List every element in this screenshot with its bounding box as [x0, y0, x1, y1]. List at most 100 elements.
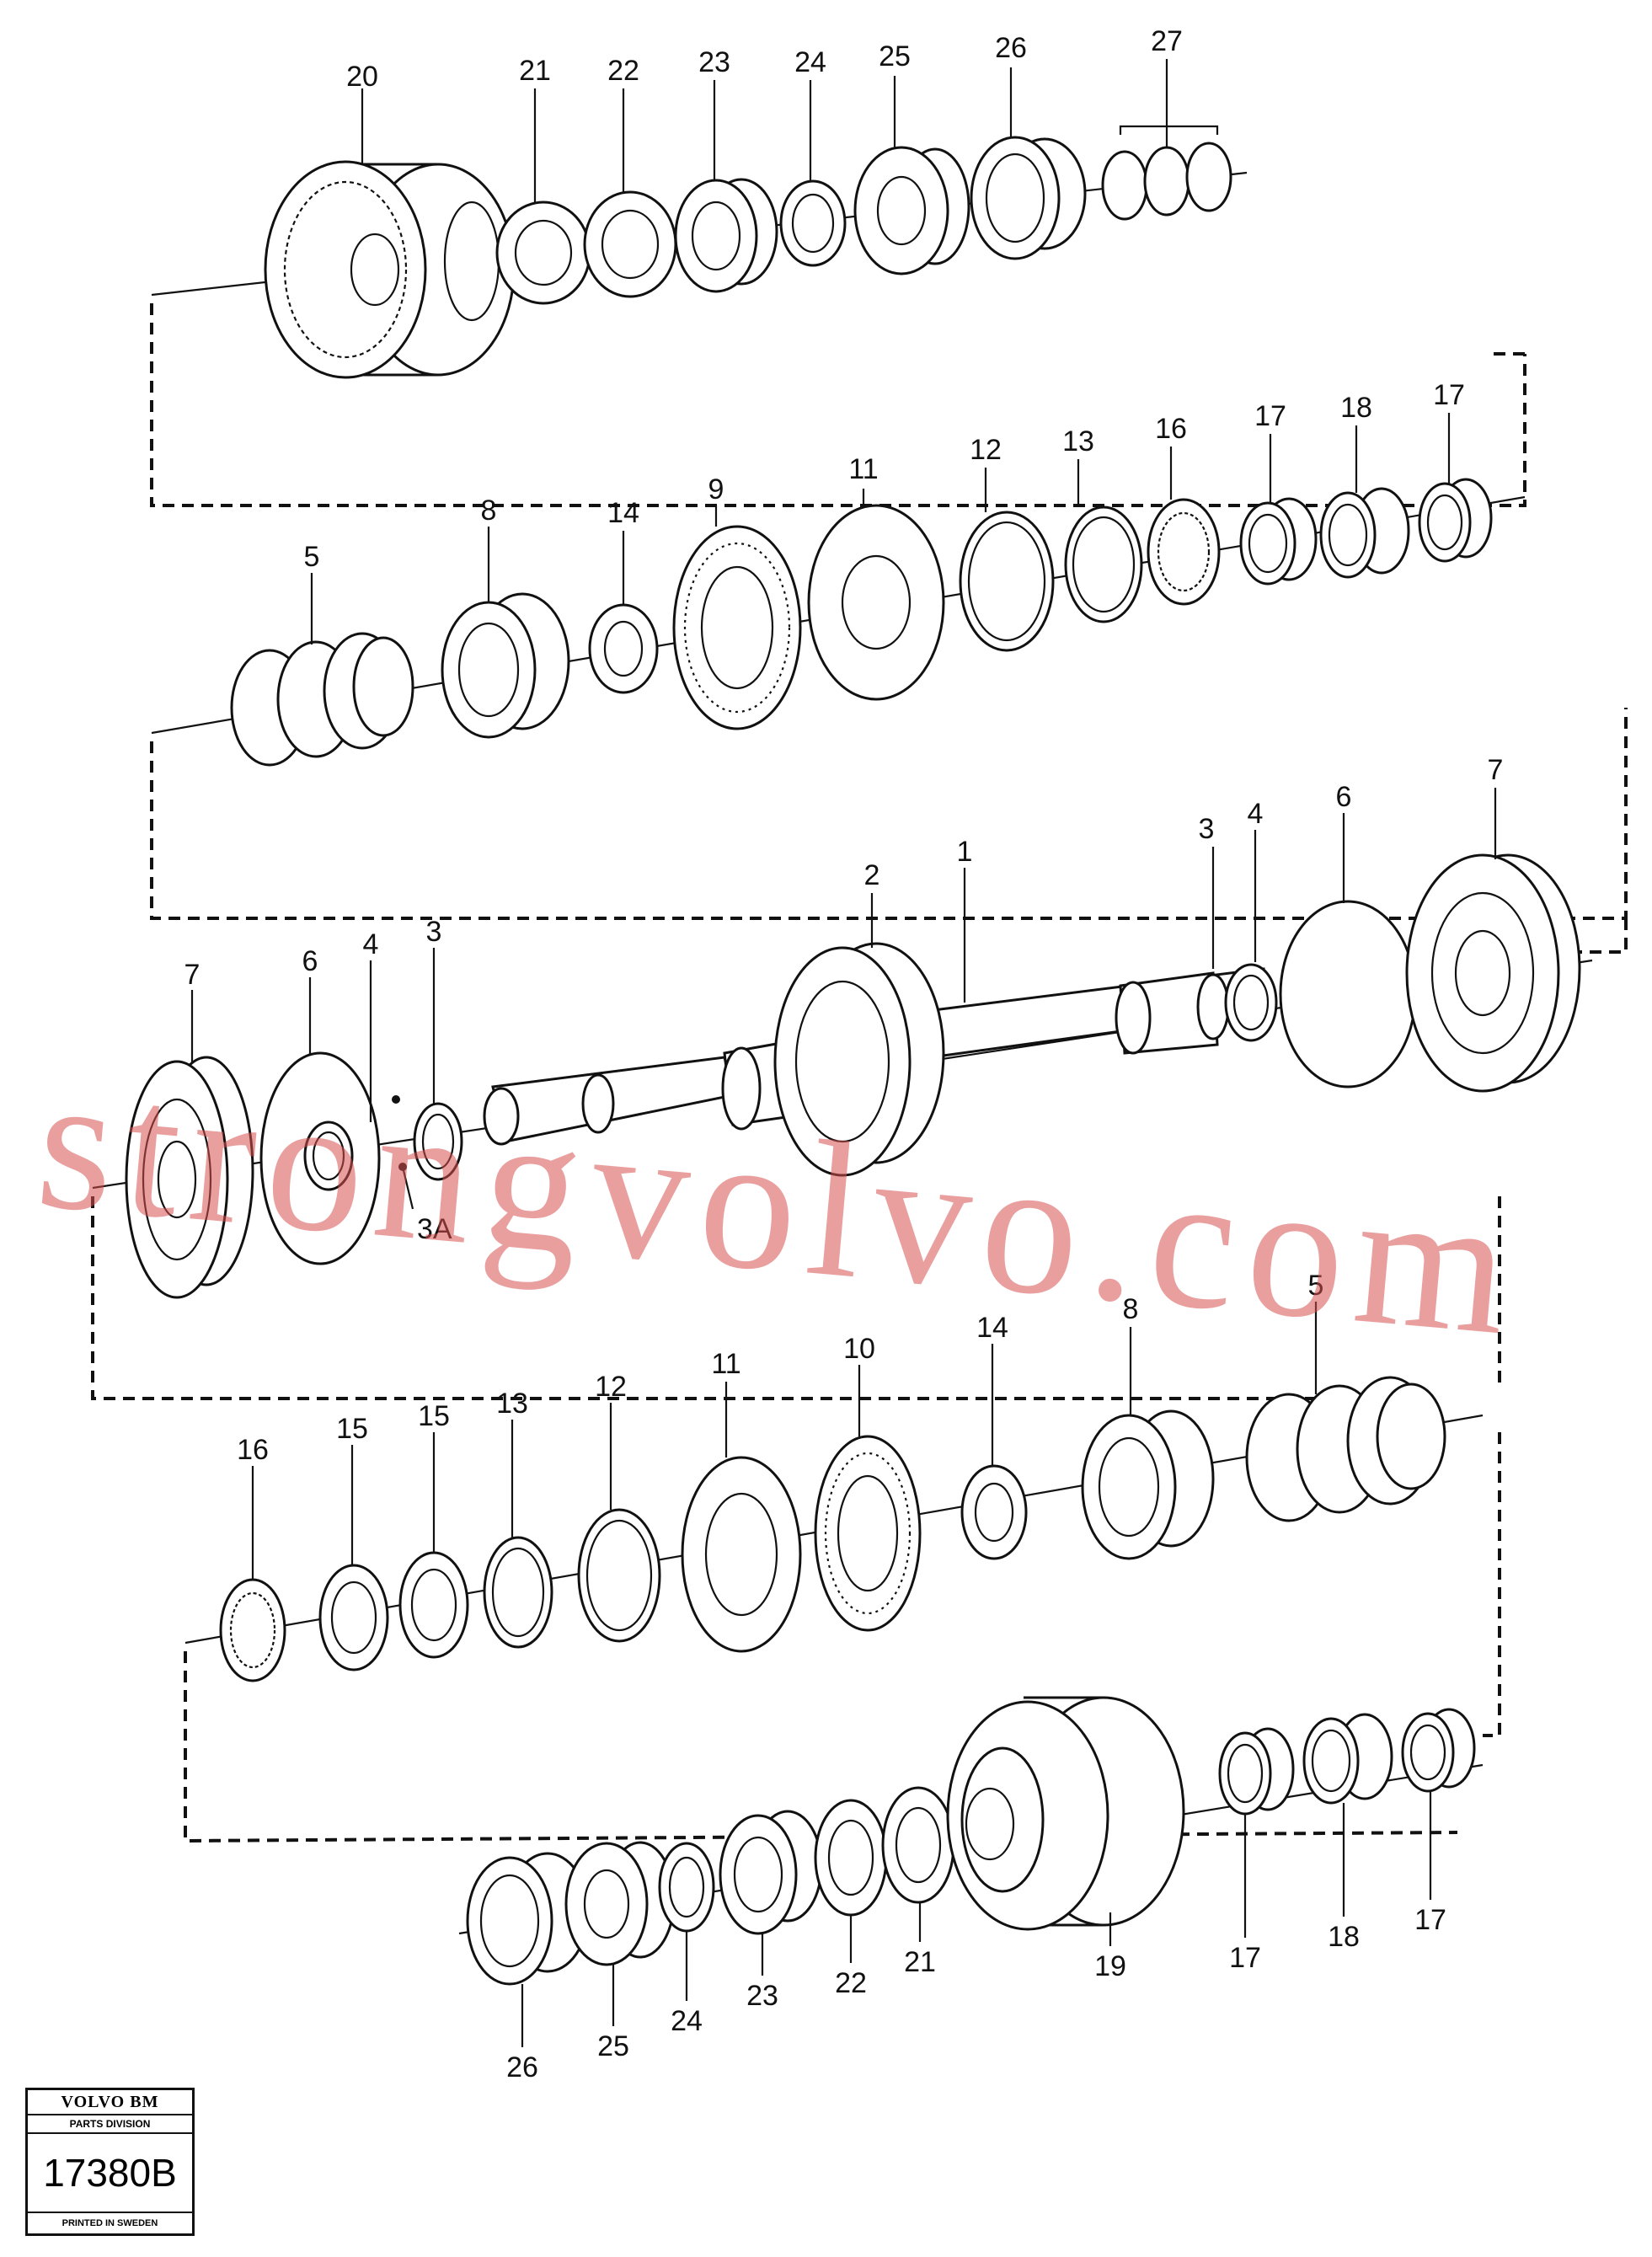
part-8-sleeve-lower — [1081, 1409, 1215, 1560]
callout-15-b: 15 — [418, 1400, 450, 1432]
part-25-taper-bearing — [853, 146, 970, 275]
part-21-washer — [495, 201, 591, 305]
callout-12: 12 — [970, 434, 1002, 466]
part-21-washer-lower — [881, 1786, 955, 1904]
callout-16-lower: 16 — [237, 1434, 269, 1466]
callout-26: 26 — [995, 32, 1027, 64]
part-5-springs — [230, 632, 414, 767]
part-23-bearing-race-lower — [719, 1810, 823, 1935]
callout-5: 5 — [304, 541, 320, 573]
callout-25-lower: 25 — [597, 2030, 629, 2062]
callout-16: 16 — [1155, 413, 1187, 445]
callout-21: 21 — [519, 55, 551, 87]
callout-1: 1 — [957, 836, 973, 868]
part-13-ring — [1064, 505, 1143, 623]
part-22-washer — [583, 190, 677, 298]
logo-brand: VOLVO BM — [28, 2090, 192, 2115]
callout-24: 24 — [794, 46, 826, 78]
callout-10: 10 — [843, 1333, 875, 1365]
part-6-right-seal — [1279, 900, 1417, 1088]
part-11-disc-lower — [681, 1456, 802, 1653]
callout-13-lower: 13 — [496, 1388, 528, 1420]
callout-25: 25 — [879, 40, 911, 72]
callout-8: 8 — [481, 495, 497, 527]
connector-row1-row2 — [150, 303, 1526, 507]
part-9-thrust-washer — [672, 525, 802, 730]
row-2: 5 8 14 9 11 12 13 16 17 18 17 — [151, 379, 1526, 767]
part-2-gear — [773, 942, 945, 1177]
callout-9: 9 — [708, 473, 724, 505]
row-4: 16 15 15 13 12 11 10 14 8 5 — [184, 1270, 1484, 1682]
callout-19: 19 — [1094, 1950, 1126, 1982]
part-8-sleeve — [441, 592, 570, 739]
callout-22: 22 — [607, 55, 639, 87]
part-13-ring-lower — [483, 1536, 553, 1649]
part-5-springs-lower — [1245, 1376, 1446, 1522]
callout-3-right: 3 — [1199, 813, 1215, 845]
callout-23: 23 — [698, 46, 730, 78]
callout-14-lower: 14 — [976, 1312, 1008, 1344]
callout-21-lower: 21 — [904, 1946, 936, 1978]
part-3-left-ring — [413, 1102, 463, 1181]
part-18-bushing — [1319, 487, 1410, 579]
logo-origin: PRINTED IN SWEDEN — [28, 2212, 192, 2233]
logo-division: PARTS DIVISION — [28, 2115, 192, 2134]
callout-18: 18 — [1340, 392, 1372, 424]
callout-2: 2 — [864, 859, 880, 891]
part-15-washer-a — [318, 1564, 389, 1671]
part-7-right-piston — [1405, 853, 1581, 1093]
callout-6-right: 6 — [1336, 781, 1352, 813]
part-11-disc — [807, 504, 945, 701]
callout-6-left: 6 — [302, 945, 318, 977]
callout-26-lower: 26 — [506, 2051, 538, 2083]
callout-18-lower: 18 — [1328, 1921, 1360, 1953]
callout-20: 20 — [346, 61, 378, 93]
part-14-lockring — [588, 603, 659, 694]
row-5: 26 25 24 23 22 21 19 17 18 17 — [458, 1696, 1484, 2083]
callout-17: 17 — [1254, 400, 1286, 432]
callout-8-lower: 8 — [1123, 1293, 1139, 1325]
callout-7-left: 7 — [184, 959, 200, 991]
connector-row3-row4 — [91, 1196, 1501, 1400]
callout-4-right: 4 — [1248, 798, 1264, 830]
part-19-clutch-drum — [946, 1696, 1185, 1931]
part-17-bushing-lower-a — [1218, 1727, 1295, 1816]
point-3a-upper — [392, 1095, 400, 1104]
part-15-washer-b — [398, 1551, 469, 1659]
row-1: 20 21 22 23 24 25 26 27 — [151, 25, 1248, 379]
part-17-bushing-lower-b — [1401, 1708, 1476, 1793]
callout-3-left: 3 — [426, 916, 442, 948]
callout-13: 13 — [1062, 425, 1094, 457]
part-4-left-ring — [303, 1120, 354, 1191]
part-26-bearing-cup — [970, 136, 1087, 260]
part-17-bushing — [1239, 497, 1318, 586]
callout-12-lower: 12 — [595, 1371, 627, 1403]
callout-17-lower-b: 17 — [1414, 1904, 1446, 1936]
part-16-needle-bearing-lower — [219, 1578, 286, 1682]
part-16-needle-bearing — [1147, 498, 1221, 606]
callout-24-lower: 24 — [671, 2005, 703, 2037]
part-17-bushing-2 — [1418, 478, 1493, 563]
row-3: 3A — [92, 754, 1593, 1299]
drawing-number: 17380B — [43, 2151, 177, 2195]
volvo-bm-logo-block: VOLVO BM PARTS DIVISION 17380B PRINTED I… — [25, 2088, 195, 2236]
part-25-taper-bearing-lower — [564, 1841, 676, 1966]
part-12-ring-lower — [577, 1508, 661, 1643]
part-22-washer-lower — [814, 1799, 888, 1917]
callout-23-lower: 23 — [746, 1980, 778, 2012]
callout-11: 11 — [848, 453, 878, 485]
part-23-bearing-race — [674, 178, 778, 293]
part-24-ring-lower — [658, 1842, 715, 1933]
connector-row2-row3 — [150, 708, 1628, 954]
part-20-ring-gear — [264, 160, 516, 379]
callout-22-lower: 22 — [835, 1967, 867, 1999]
callout-27: 27 — [1151, 25, 1183, 57]
callout-5-lower: 5 — [1308, 1270, 1324, 1302]
part-10-thrust-washer — [814, 1435, 922, 1632]
callout-14: 14 — [607, 497, 639, 529]
callout-3A: 3A — [417, 1213, 452, 1245]
callout-17b: 17 — [1433, 379, 1465, 411]
callout-15-a: 15 — [336, 1413, 368, 1445]
